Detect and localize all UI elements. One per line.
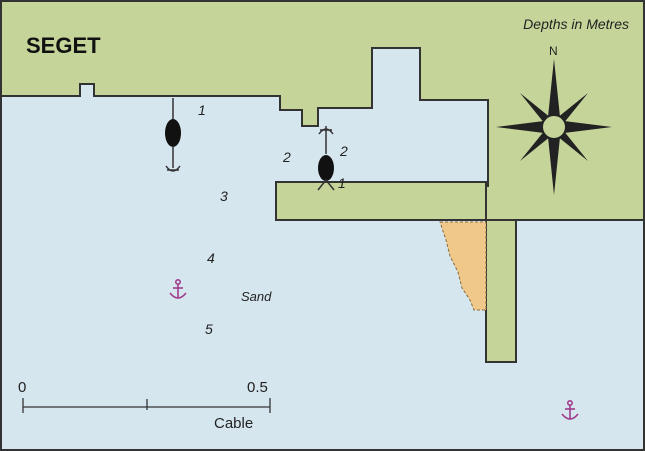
scale-end-label: 0.5	[247, 379, 268, 396]
map-subtitle: Depths in Metres	[523, 16, 629, 32]
mooring-buoy-icon	[165, 98, 181, 172]
sand-strip	[439, 221, 487, 311]
pier	[275, 181, 517, 363]
scale-start-label: 0	[18, 379, 27, 396]
seabed-label: Sand	[241, 289, 272, 304]
anchor-icon	[169, 279, 187, 299]
north-label: N	[549, 44, 558, 58]
depth-label: 1	[338, 175, 346, 191]
depth-label: 5	[205, 321, 213, 337]
scale-bar	[22, 398, 271, 413]
depth-label: 2	[340, 143, 348, 159]
depth-label: 1	[198, 102, 206, 118]
depth-label: 4	[207, 250, 215, 266]
mooring-buoy-icon	[317, 126, 335, 191]
anchor-icon	[561, 400, 579, 420]
map-title: SEGET	[26, 33, 101, 58]
depth-label: 3	[220, 188, 228, 204]
depth-label: 2	[283, 149, 291, 165]
compass-rose-icon	[496, 59, 612, 195]
scale-unit-label: Cable	[214, 415, 254, 432]
